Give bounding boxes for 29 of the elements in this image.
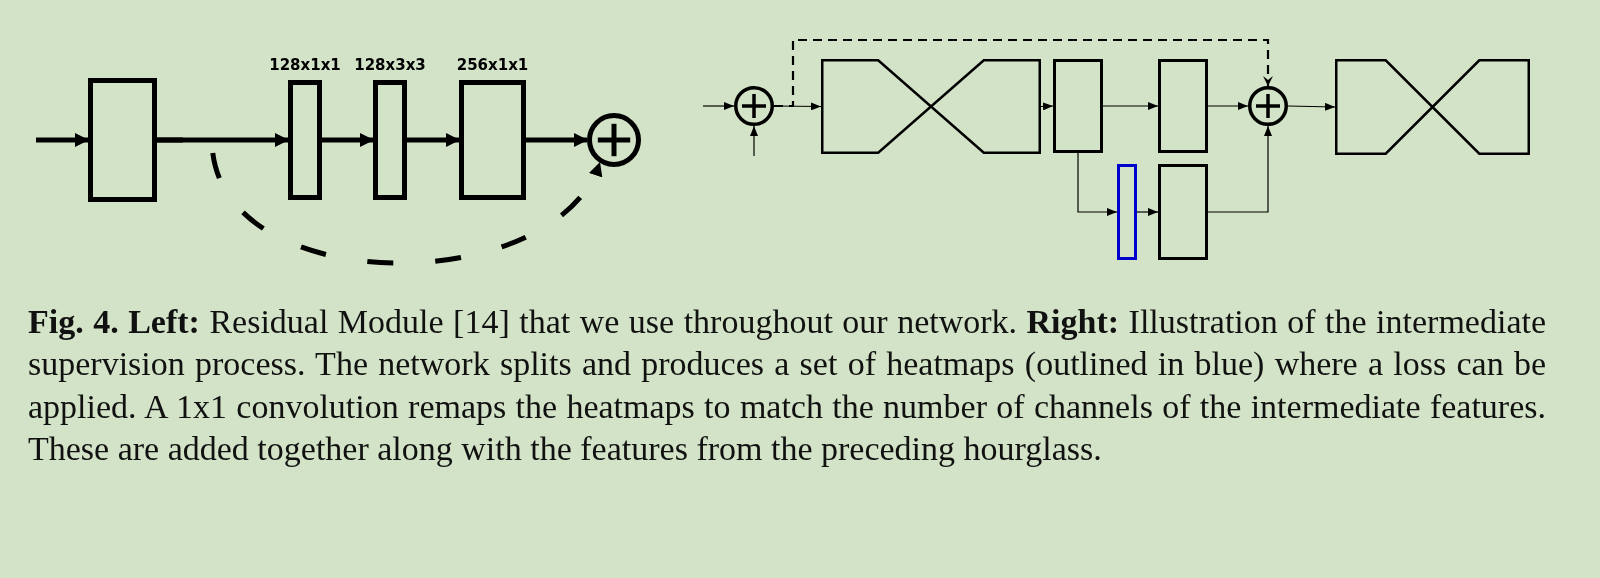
skip-connection-arrow [157,137,602,266]
addition-symbol [587,113,641,167]
arrow [1207,125,1272,213]
layer-box [1158,164,1208,260]
arrow [1040,102,1054,111]
arrow [526,133,588,147]
arrow [1136,208,1159,216]
arrow [1102,102,1159,110]
layer-box [88,78,157,202]
addition-symbol [734,86,774,126]
arrow [407,133,460,147]
arrow [1287,102,1336,111]
arrow [36,133,89,147]
skip-connection-arrow [774,38,1273,108]
layer-size-label: 128x1x1 [269,56,341,74]
layer-box [1053,59,1103,153]
hourglass-shape [821,59,1041,154]
arrow [1077,152,1118,216]
arrow [1207,102,1249,110]
addition-symbol [1248,86,1288,126]
arrow [750,125,758,157]
heatmap-box [1117,164,1137,260]
layer-size-label: 256x1x1 [456,56,529,74]
layer-size-label: 128x3x3 [354,56,426,74]
layer-box [1158,59,1208,153]
arrow [322,133,374,147]
arrow [702,102,735,110]
hourglass-shape [1335,59,1530,155]
figure-caption: Fig. 4. Left: Residual Module [14] that we use throughout our network. Right: Illustration of the intermediate supervision process. The network splits and produces a set of heatmaps (outlined in blue) where a loss can be applied. A 1x1 convolution remaps the heatmaps to match the number of channels of the intermediate features. These are added together along with the features from the preceding hourglass. [28,302,1546,470]
